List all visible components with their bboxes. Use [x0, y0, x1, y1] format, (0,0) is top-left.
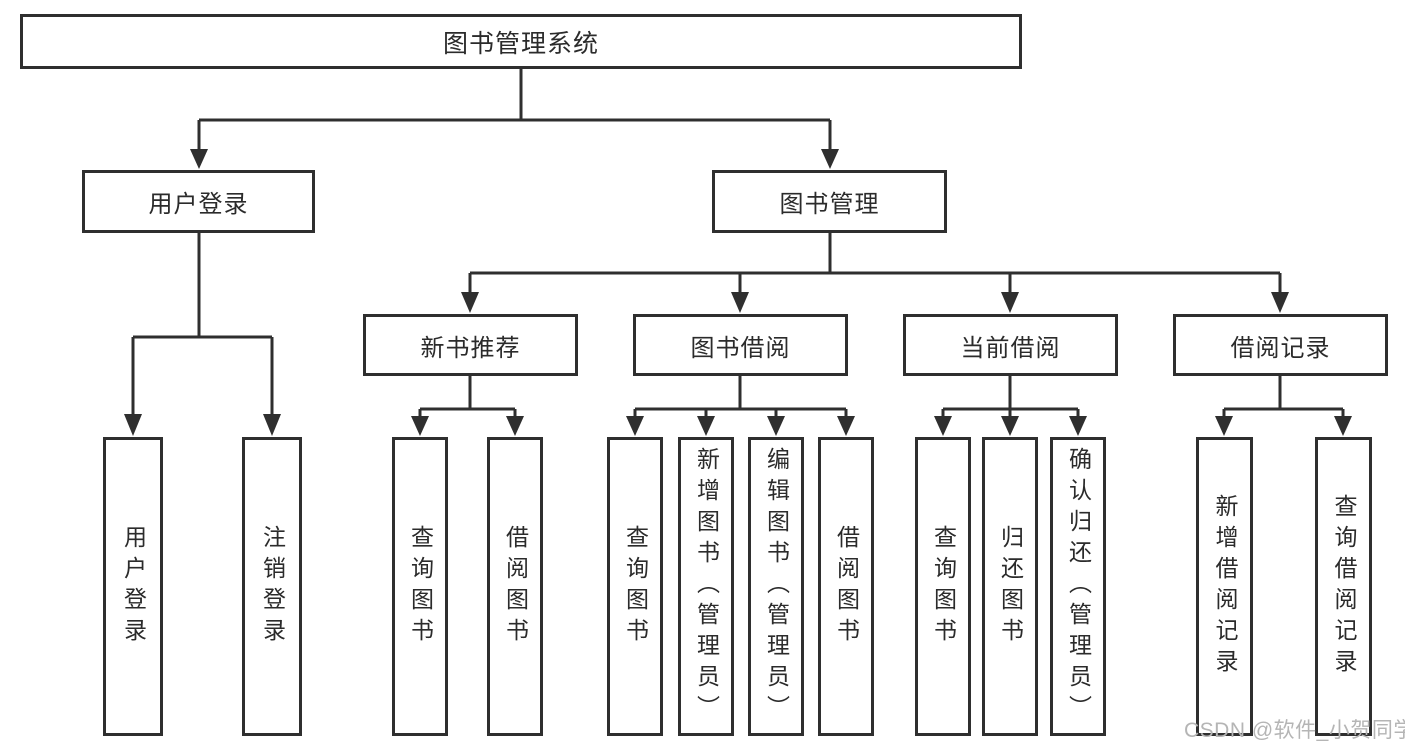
arrowhead-icon	[821, 149, 839, 169]
edge-root-branch	[197, 68, 832, 150]
node-label: 新书推荐	[420, 334, 521, 362]
node-label: 编辑图书（管理员）	[763, 447, 790, 726]
leaf-cb-confirm-return-admin: 确认归还（管理员）	[1050, 437, 1106, 736]
arrowhead-icon	[461, 292, 479, 313]
arrowheads-book-borrowing	[626, 416, 855, 436]
node-label: 查询借阅记录	[1331, 493, 1357, 680]
arrowhead-icon	[124, 414, 142, 436]
node-label: 图书管理系统	[442, 29, 599, 58]
arrowhead-icon	[411, 416, 429, 436]
node-label: 借阅图书	[502, 524, 529, 649]
arrowheads-level2	[190, 149, 839, 169]
leaf-bb-query-books: 查询图书	[607, 437, 663, 736]
node-label: 新增借阅记录	[1212, 493, 1238, 680]
leaf-nbr-borrow-books: 借阅图书	[487, 437, 543, 736]
edge-user-login-branch	[131, 233, 274, 416]
edge-book-borrowing-branch	[633, 376, 848, 418]
csdn-watermark: CSDN @软件_小贺同学	[1184, 719, 1405, 742]
node-user-login: 用户登录	[82, 170, 315, 233]
leaf-br-query-record: 查询借阅记录	[1315, 437, 1372, 736]
arrowhead-icon	[934, 416, 952, 436]
arrowhead-icon	[1271, 292, 1289, 313]
node-label: 新增图书（管理员）	[693, 447, 720, 726]
node-borrowing-records: 借阅记录	[1173, 314, 1388, 376]
node-label: 确认归还（管理员）	[1065, 447, 1092, 726]
leaf-bb-add-books-admin: 新增图书（管理员）	[678, 437, 734, 736]
arrowheads-user-login	[124, 414, 281, 436]
arrowhead-icon	[263, 414, 281, 436]
node-label: 图书借阅	[690, 334, 791, 362]
node-label: 归还图书	[997, 524, 1024, 649]
leaf-cb-query-books: 查询图书	[915, 437, 971, 736]
arrowheads-level3	[461, 292, 1289, 313]
arrowhead-icon	[190, 149, 208, 169]
node-label: 注销登录	[259, 524, 286, 649]
arrowheads-new-book	[411, 416, 524, 436]
edge-borrowing-records-branch	[1222, 376, 1345, 418]
node-book-management: 图书管理	[712, 170, 947, 233]
node-label: 借阅图书	[833, 524, 860, 649]
edge-current-borrowing-branch	[941, 376, 1080, 418]
arrowheads-current-borrowing	[934, 416, 1087, 436]
arrowhead-icon	[837, 416, 855, 436]
node-label: 借阅记录	[1230, 334, 1331, 362]
node-label: 用户登录	[120, 524, 147, 649]
node-current-borrowing: 当前借阅	[903, 314, 1118, 376]
node-root: 图书管理系统	[20, 14, 1022, 69]
edge-book-mgmt-branch	[468, 233, 1282, 294]
arrowheads-borrowing-records	[1215, 416, 1352, 436]
node-label: 查询图书	[407, 524, 434, 649]
leaf-user-login: 用户登录	[103, 437, 163, 736]
arrowhead-icon	[1001, 416, 1019, 436]
arrowhead-icon	[767, 416, 785, 436]
leaf-bb-borrow-books: 借阅图书	[818, 437, 874, 736]
edge-new-book-branch	[418, 376, 517, 418]
node-label: 当前借阅	[960, 334, 1061, 362]
node-label: 查询图书	[622, 524, 649, 649]
arrowhead-icon	[626, 416, 644, 436]
leaf-logout: 注销登录	[242, 437, 302, 736]
node-label: 图书管理	[779, 191, 880, 218]
leaf-nbr-query-books: 查询图书	[392, 437, 448, 736]
arrowhead-icon	[1334, 416, 1352, 436]
node-new-book-recommend: 新书推荐	[363, 314, 578, 376]
arrowhead-icon	[731, 292, 749, 313]
leaf-cb-return-books: 归还图书	[982, 437, 1038, 736]
leaf-bb-edit-books-admin: 编辑图书（管理员）	[748, 437, 804, 736]
node-label: 查询图书	[930, 524, 957, 649]
arrowhead-icon	[506, 416, 524, 436]
arrowhead-icon	[1001, 292, 1019, 313]
node-label: 用户登录	[148, 191, 249, 218]
arrowhead-icon	[1069, 416, 1087, 436]
node-book-borrowing: 图书借阅	[633, 314, 848, 376]
arrowhead-icon	[697, 416, 715, 436]
leaf-br-add-record: 新增借阅记录	[1196, 437, 1253, 736]
arrowhead-icon	[1215, 416, 1233, 436]
